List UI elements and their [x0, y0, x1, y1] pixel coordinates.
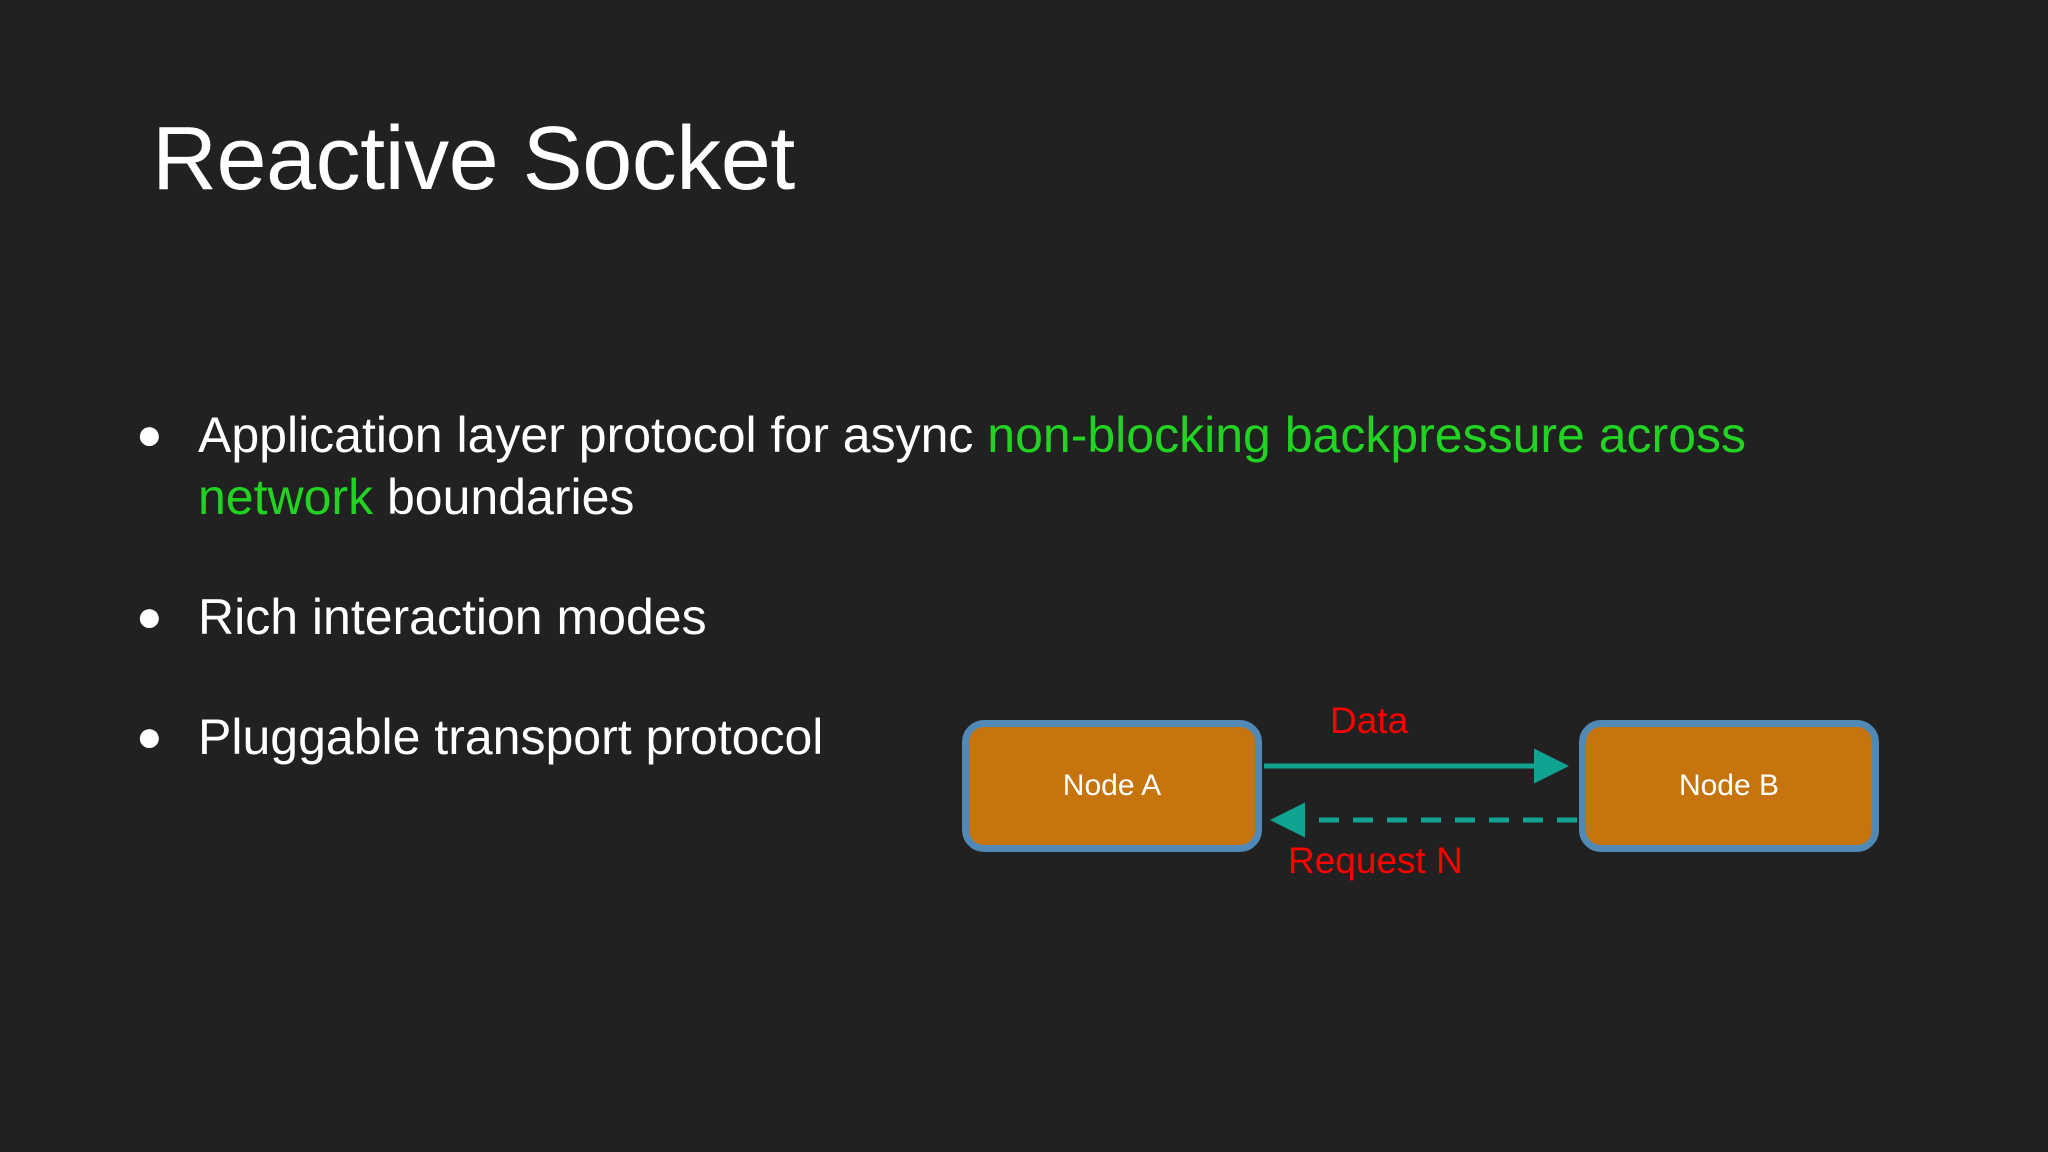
bullet-marker-icon: ●	[136, 592, 163, 641]
node-b-label: Node B	[1678, 769, 1780, 802]
bullet-marker-icon: ●	[136, 712, 163, 761]
bullet-segment-plain-tail: boundaries	[373, 469, 635, 525]
bullet-list: ● Application layer protocol for async n…	[128, 404, 1848, 826]
arrow-layer	[1264, 748, 1577, 838]
node-a-box: Node A	[962, 720, 1262, 852]
list-item: ● Rich interaction modes	[128, 586, 1848, 648]
list-item: ● Pluggable transport protocol	[128, 706, 1848, 768]
edge-label-data: Data	[1330, 700, 1409, 741]
node-a-label: Node A	[1062, 769, 1162, 802]
list-item-text: Application layer protocol for async non…	[198, 404, 1848, 528]
node-interaction-diagram: Node A Node B Data Request N	[948, 690, 1908, 910]
list-item-text: Rich interaction modes	[198, 589, 707, 645]
list-item: ● Application layer protocol for async n…	[128, 404, 1848, 528]
bullet-segment-plain: Application layer protocol for async	[198, 407, 988, 463]
page-title: Reactive Socket	[152, 109, 795, 209]
edge-label-request-n: Request N	[1288, 840, 1463, 881]
list-item-text: Pluggable transport protocol	[198, 709, 824, 765]
node-b-box: Node B	[1579, 720, 1879, 852]
bullet-marker-icon: ●	[136, 410, 163, 459]
bullet-segment-highlight: non-blocking backpressure across network	[198, 407, 1747, 525]
